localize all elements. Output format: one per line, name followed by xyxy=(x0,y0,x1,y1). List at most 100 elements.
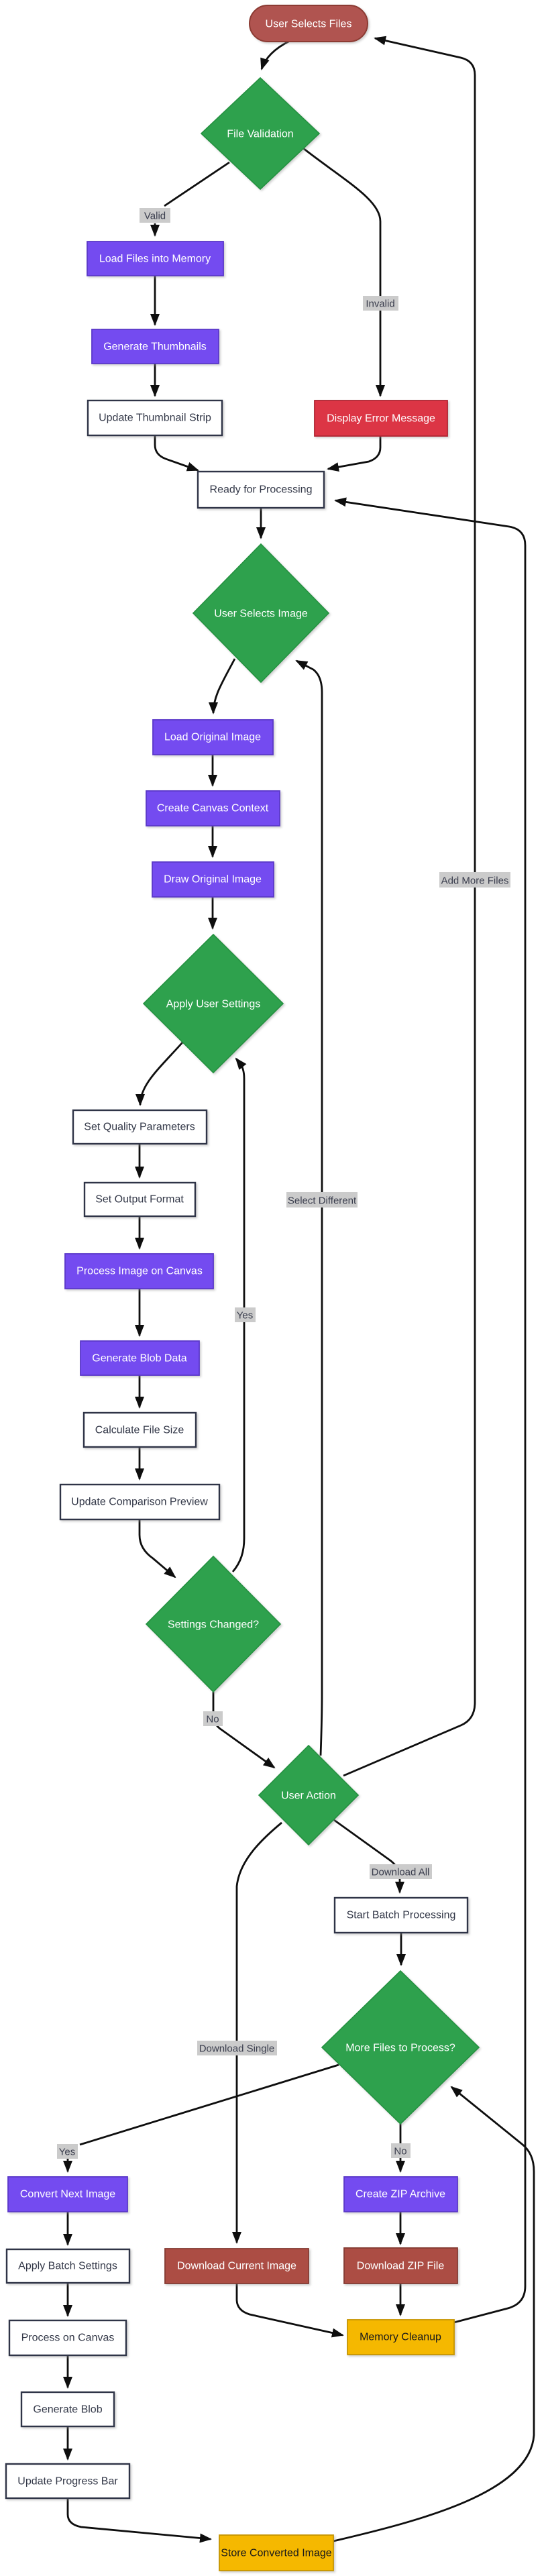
arrow-error-to-ready xyxy=(327,436,382,472)
node-display-error-message-label: Display Error Message xyxy=(327,413,435,425)
node-apply-batch-settings-label: Apply Batch Settings xyxy=(18,2261,117,2272)
node-more-files-to-process: More Files to Process? xyxy=(321,1970,480,2125)
node-ready-for-processing: Ready for Processing xyxy=(197,470,325,509)
node-apply-user-settings: Apply User Settings xyxy=(142,933,284,1074)
node-set-quality-parameters: Set Quality Parameters xyxy=(72,1109,208,1145)
edge-label-select-different-text: Select Different xyxy=(288,1195,357,1207)
node-download-zip-file-label: Download ZIP File xyxy=(357,2261,445,2272)
node-update-progress-bar-label: Update Progress Bar xyxy=(17,2476,118,2487)
node-process-image-on-canvas-label: Process Image on Canvas xyxy=(76,1266,203,1277)
arrow-user-action-select-different xyxy=(295,659,323,1756)
node-generate-thumbnails-label: Generate Thumbnails xyxy=(103,341,207,353)
edge-label-download-all-text: Download All xyxy=(372,1867,430,1878)
node-store-converted-image-label: Store Converted Image xyxy=(221,2548,332,2559)
node-set-output-format: Set Output Format xyxy=(83,1181,197,1218)
node-memory-cleanup-label: Memory Cleanup xyxy=(360,2332,441,2343)
node-apply-batch-settings: Apply Batch Settings xyxy=(5,2248,131,2284)
node-draw-original-image-label: Draw Original Image xyxy=(164,874,262,885)
node-create-zip-archive-label: Create ZIP Archive xyxy=(356,2189,445,2200)
node-start-batch-processing: Start Batch Processing xyxy=(333,1896,469,1934)
node-load-files-into-memory-label: Load Files into Memory xyxy=(99,254,211,265)
edge-label-no-settings-text: No xyxy=(206,1714,219,1725)
edge-label-download-single-text: Download Single xyxy=(199,2043,275,2055)
arrow-settings-changed-no-to-user-action xyxy=(212,1692,276,1769)
node-more-files-to-process-label: More Files to Process? xyxy=(345,2043,455,2054)
node-generate-blob-data-label: Generate Blob Data xyxy=(92,1353,187,1364)
edge-label-invalid: Invalid xyxy=(363,296,398,311)
node-generate-blob: Generate Blob xyxy=(20,2391,115,2428)
node-process-image-on-canvas: Process Image on Canvas xyxy=(64,1253,214,1289)
arrow-validation-invalid-to-error xyxy=(303,147,385,397)
edge-label-valid: Valid xyxy=(140,208,170,223)
arrow-user-action-download-all xyxy=(333,1819,404,1894)
edge-label-no-more-files-text: No xyxy=(394,2146,406,2157)
node-draw-original-image: Draw Original Image xyxy=(152,861,274,898)
arrow-validation-valid-diagonal xyxy=(164,161,230,207)
edge-label-no-more-files: No xyxy=(391,2143,411,2158)
arrow-download-current-to-cleanup xyxy=(235,2284,344,2338)
arrow-settings-changed-yes-loop xyxy=(231,1057,247,1572)
arrow-files-to-validation xyxy=(260,40,290,70)
node-calculate-file-size: Calculate File Size xyxy=(83,1411,197,1448)
node-user-action-label: User Action xyxy=(281,1790,336,1802)
node-display-error-message: Display Error Message xyxy=(314,400,448,437)
node-settings-changed: Settings Changed? xyxy=(145,1555,282,1693)
node-download-current-image: Download Current Image xyxy=(164,2248,309,2284)
arrow-comparison-to-settings-changed xyxy=(138,1519,176,1578)
node-ready-for-processing-label: Ready for Processing xyxy=(210,484,313,496)
node-update-comparison-preview-label: Update Comparison Preview xyxy=(71,1497,208,1508)
node-settings-changed-label: Settings Changed? xyxy=(168,1619,259,1631)
node-update-thumbnail-strip-label: Update Thumbnail Strip xyxy=(99,413,211,424)
node-convert-next-image: Convert Next Image xyxy=(7,2176,128,2212)
edge-label-yes-more-files-text: Yes xyxy=(59,2147,75,2158)
arrow-cleanup-loop-to-ready xyxy=(334,497,527,2324)
edge-label-add-more-files-text: Add More Files xyxy=(441,875,509,887)
edge-label-select-different: Select Different xyxy=(286,1192,358,1208)
node-generate-blob-data: Generate Blob Data xyxy=(80,1340,200,1376)
arrow-apply-to-quality xyxy=(135,1042,184,1106)
arrow-more-files-yes-diagonal xyxy=(79,2063,339,2146)
node-user-selects-files: User Selects Files xyxy=(249,5,368,42)
edge-label-yes-settings-text: Yes xyxy=(237,1310,253,1322)
node-file-validation-label: File Validation xyxy=(227,129,293,140)
node-set-quality-parameters-label: Set Quality Parameters xyxy=(84,1122,195,1133)
node-set-output-format-label: Set Output Format xyxy=(95,1194,184,1205)
edge-label-invalid-text: Invalid xyxy=(366,299,394,310)
node-store-converted-image: Store Converted Image xyxy=(219,2534,334,2571)
arrow-select-image-to-load-original xyxy=(209,658,236,714)
node-convert-next-image-label: Convert Next Image xyxy=(20,2189,115,2200)
node-start-batch-processing-label: Start Batch Processing xyxy=(347,1910,456,1921)
node-update-thumbnail-strip: Update Thumbnail Strip xyxy=(87,399,223,437)
node-calculate-file-size-label: Calculate File Size xyxy=(95,1425,184,1436)
node-user-action: User Action xyxy=(258,1744,360,1846)
node-load-original-image: Load Original Image xyxy=(152,719,274,755)
node-generate-thumbnails: Generate Thumbnails xyxy=(91,329,219,364)
node-create-zip-archive: Create ZIP Archive xyxy=(343,2176,458,2212)
node-apply-user-settings-label: Apply User Settings xyxy=(166,999,261,1010)
edge-label-yes-settings: Yes xyxy=(235,1307,256,1322)
edge-label-valid-text: Valid xyxy=(144,211,166,222)
node-generate-blob-label: Generate Blob xyxy=(33,2404,102,2416)
node-create-canvas-context-label: Create Canvas Context xyxy=(157,803,269,814)
node-user-selects-image-label: User Selects Image xyxy=(214,608,308,620)
node-create-canvas-context: Create Canvas Context xyxy=(146,790,280,826)
node-load-original-image-label: Load Original Image xyxy=(164,732,261,743)
node-process-on-canvas-label: Process on Canvas xyxy=(21,2332,115,2344)
arrow-user-action-download-single xyxy=(232,1821,282,2244)
arrow-user-action-add-more-files xyxy=(343,36,476,1777)
node-file-validation: File Validation xyxy=(200,76,321,191)
edge-label-download-single: Download Single xyxy=(197,2041,277,2055)
node-memory-cleanup: Memory Cleanup xyxy=(347,2319,455,2355)
edge-label-yes-more-files: Yes xyxy=(57,2144,78,2159)
arrow-progress-to-store xyxy=(66,2498,212,2543)
node-user-selects-image: User Selects Image xyxy=(192,543,330,684)
edge-label-add-more-files: Add More Files xyxy=(439,872,510,888)
node-update-progress-bar: Update Progress Bar xyxy=(5,2463,131,2500)
arrow-strip-to-ready xyxy=(154,435,199,472)
node-load-files-into-memory: Load Files into Memory xyxy=(87,241,224,276)
edge-label-no-settings: No xyxy=(203,1711,223,1726)
node-update-comparison-preview: Update Comparison Preview xyxy=(59,1483,221,1521)
arrow-store-loop-to-more-files xyxy=(333,2086,535,2542)
